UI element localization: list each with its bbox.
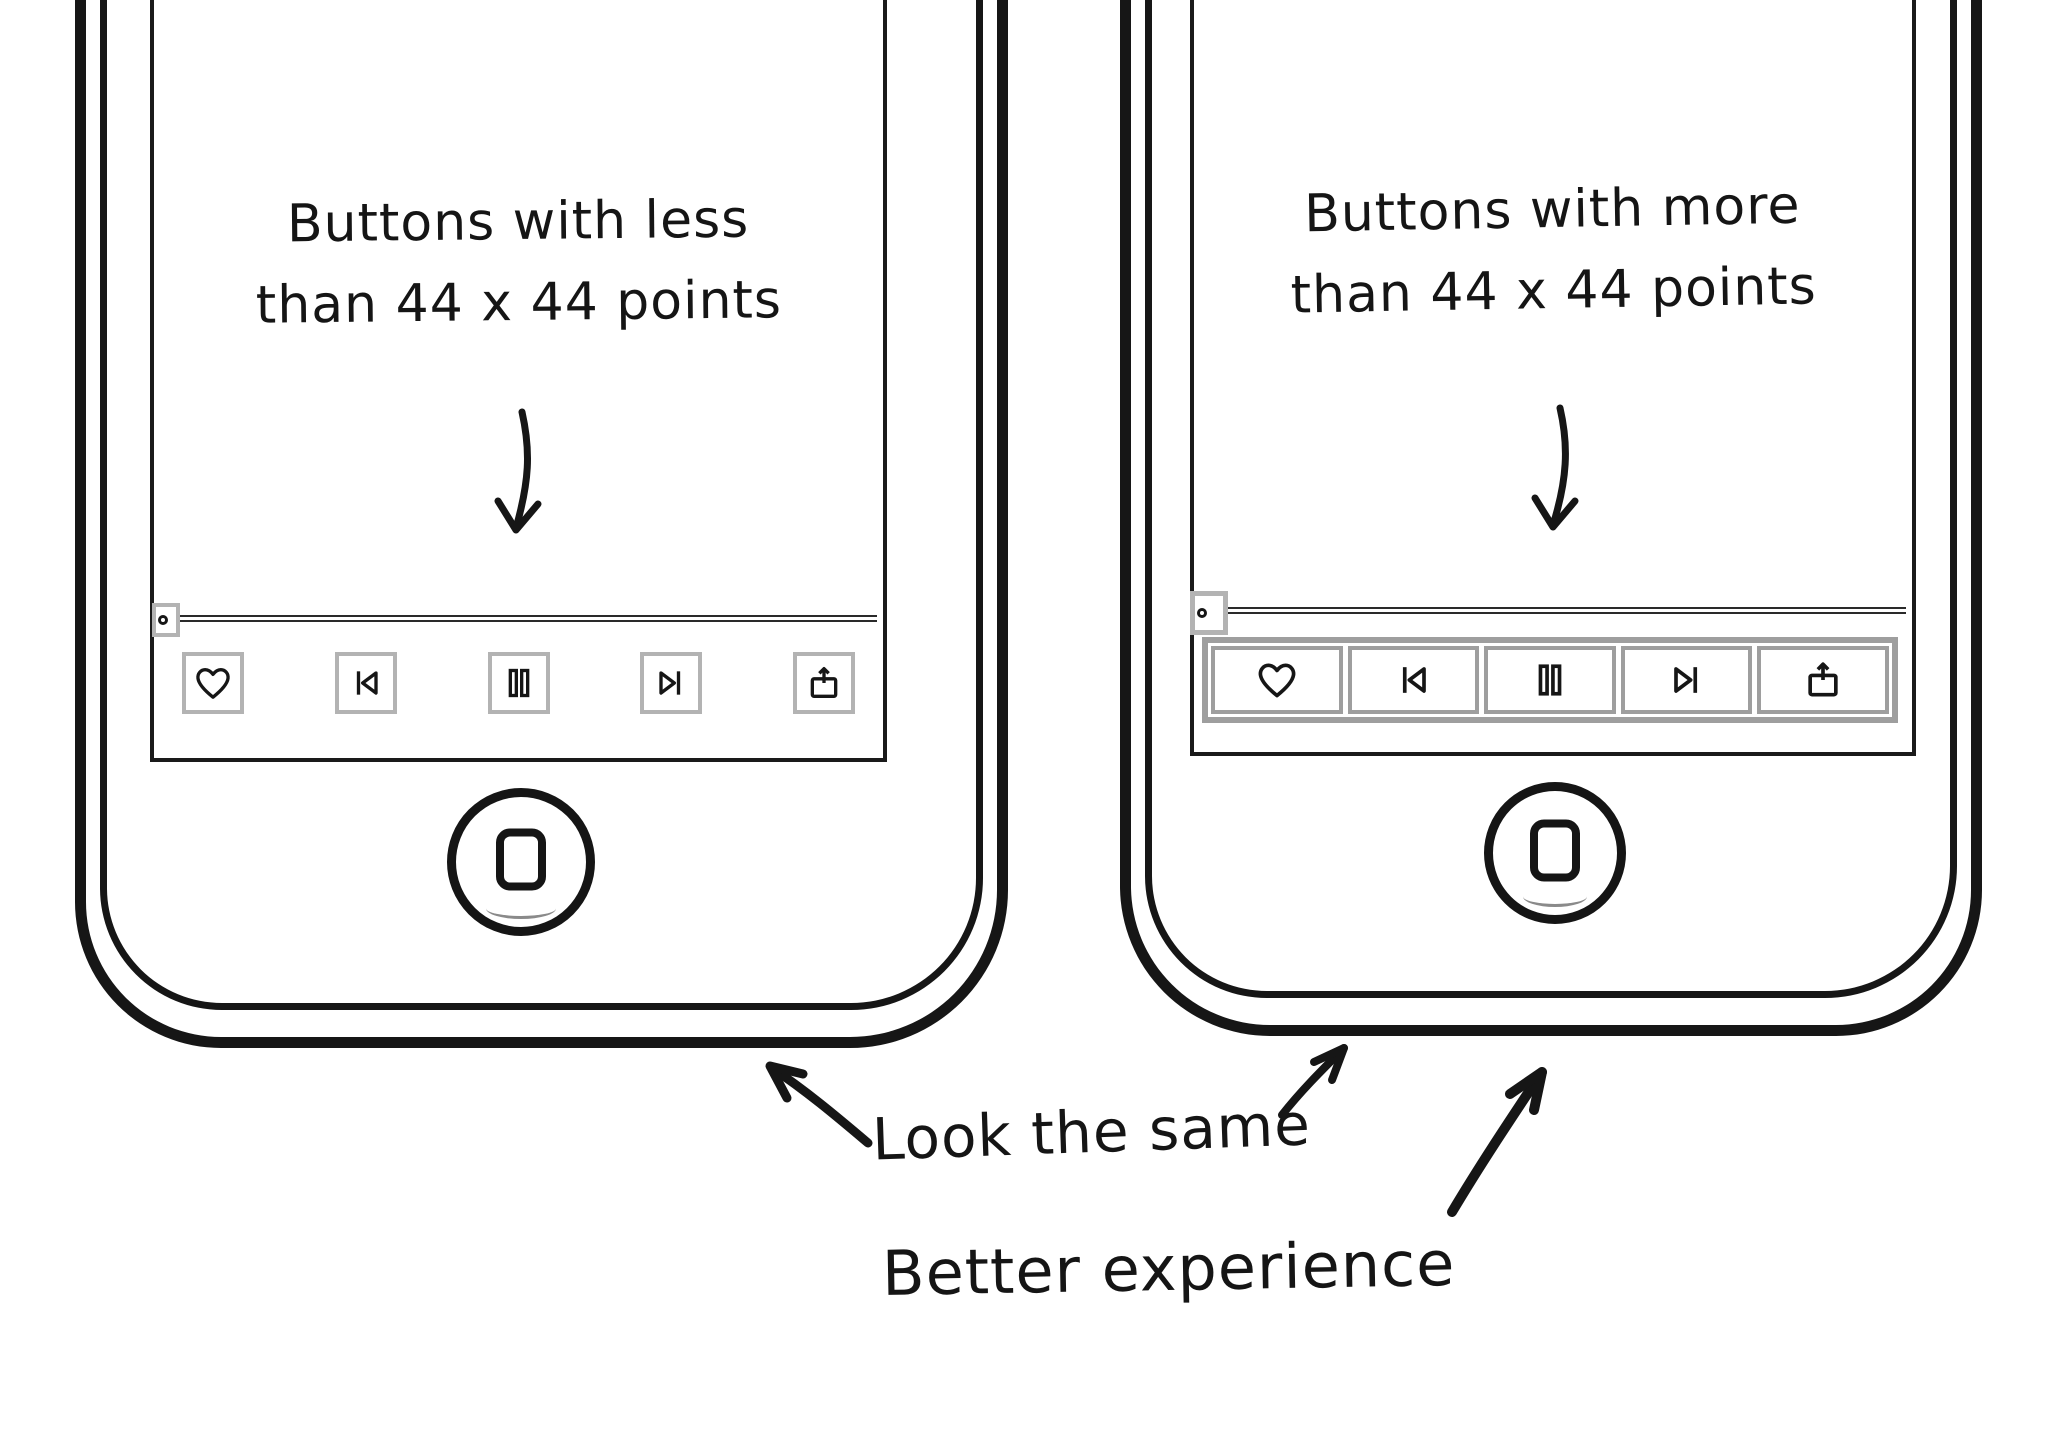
pause-button[interactable] <box>487 652 550 714</box>
left-annotation-line2: than 44 x 44 points <box>255 269 783 336</box>
right-annotation-line1: Buttons with more <box>1303 175 1801 245</box>
left-phone-screen: Buttons with less than 44 x 44 points <box>150 0 887 762</box>
arrow-better-experience-icon <box>1447 1067 1547 1217</box>
right-slider-knob[interactable] <box>1190 591 1228 635</box>
left-slider-knob[interactable] <box>152 603 180 637</box>
left-home-button[interactable] <box>447 788 595 936</box>
left-progress-slider[interactable] <box>152 603 877 637</box>
share-icon <box>1801 658 1845 702</box>
knob-dot-icon <box>158 615 168 625</box>
next-track-button[interactable] <box>1620 646 1753 714</box>
previous-track-icon <box>1391 658 1435 702</box>
left-toolbar <box>182 652 855 714</box>
right-phone-inner-outline <box>1145 0 1957 998</box>
right-phone-screen: Buttons with more than 44 x 44 points <box>1190 0 1916 756</box>
left-annotation-line1: Buttons with less <box>286 189 750 255</box>
caption-look-the-same: Look the same <box>870 1090 1312 1174</box>
favorite-button[interactable] <box>1211 646 1343 714</box>
pause-button[interactable] <box>1484 646 1616 714</box>
share-button[interactable] <box>793 652 855 714</box>
home-square-icon <box>1530 819 1580 882</box>
left-phone-body <box>75 0 1008 1048</box>
right-home-button[interactable] <box>1484 782 1626 924</box>
heart-icon <box>193 663 233 703</box>
home-square-icon <box>496 828 546 891</box>
next-track-button[interactable] <box>640 652 703 714</box>
previous-track-button[interactable] <box>334 652 397 714</box>
heart-icon <box>1255 658 1299 702</box>
previous-track-icon <box>346 663 386 703</box>
right-annotation-line2: than 44 x 44 points <box>1290 256 1818 326</box>
left-phone-inner-outline <box>100 0 983 1010</box>
right-progress-slider[interactable] <box>1190 591 1906 635</box>
next-track-icon <box>1665 658 1709 702</box>
right-annotation-text: Buttons with more than 44 x 44 points <box>1193 164 1914 338</box>
share-icon <box>804 663 844 703</box>
favorite-button[interactable] <box>182 652 244 714</box>
previous-track-button[interactable] <box>1347 646 1480 714</box>
knob-dot-icon <box>1197 608 1207 618</box>
share-button[interactable] <box>1757 646 1889 714</box>
pause-icon <box>499 663 539 703</box>
left-annotation-text: Buttons with less than 44 x 44 points <box>153 178 884 347</box>
next-track-icon <box>651 663 691 703</box>
right-toolbar <box>1202 637 1898 723</box>
pause-icon <box>1528 658 1572 702</box>
right-phone-body <box>1120 0 1982 1036</box>
caption-better-experience: Better experience <box>881 1227 1456 1310</box>
arrow-look-same-left-icon <box>765 1061 873 1148</box>
